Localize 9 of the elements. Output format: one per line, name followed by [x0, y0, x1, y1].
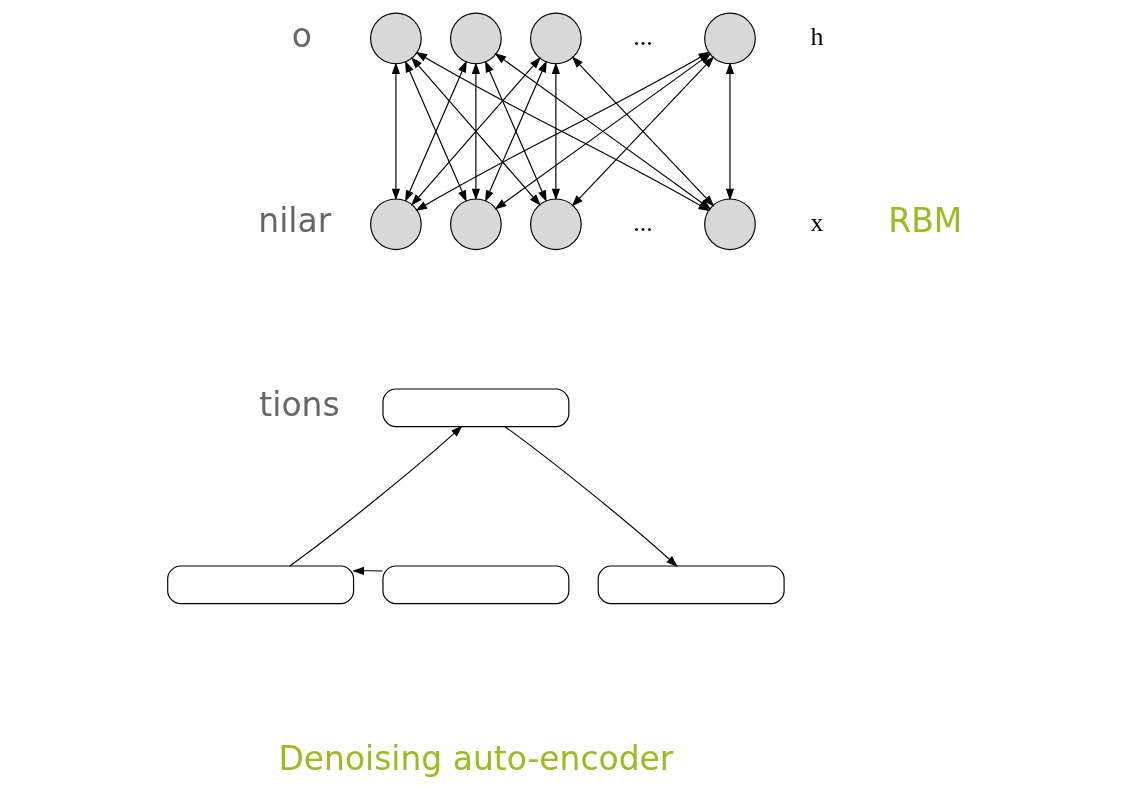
label: h [810, 22, 824, 52]
label: RBM [888, 201, 963, 241]
label: Denoising auto-encoder [278, 739, 674, 779]
label: ... [633, 22, 653, 52]
label: nilar [258, 201, 332, 241]
label: x [810, 207, 824, 237]
label: tions [259, 384, 340, 424]
label: o [291, 15, 312, 55]
label: ... [633, 207, 653, 237]
